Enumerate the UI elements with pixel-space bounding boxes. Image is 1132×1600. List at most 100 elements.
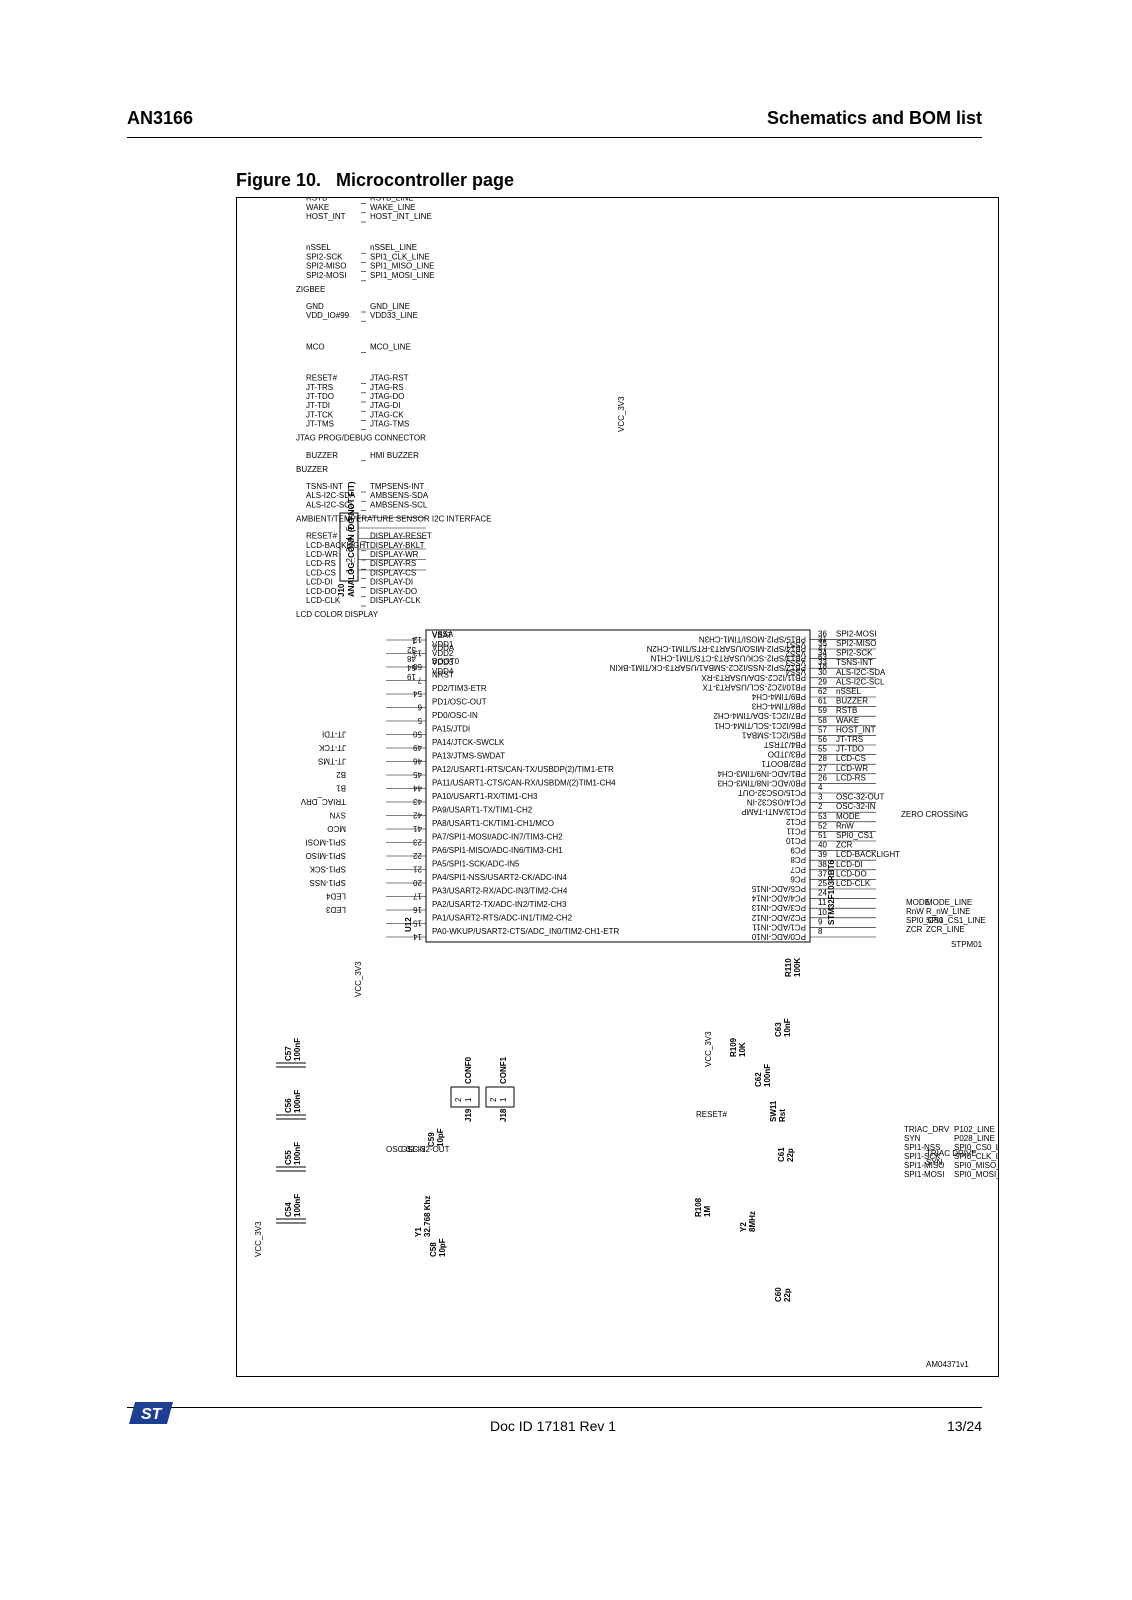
- mcu-pin-number: 30: [818, 668, 827, 677]
- mcu-pin-net: SPI2-MOSI: [836, 629, 876, 638]
- mcu-pin-net: RnW: [836, 821, 854, 830]
- mcu-pin-net: B2: [336, 770, 346, 779]
- vcc-mcu-label: VCC_3V3: [354, 961, 363, 997]
- stpm01-remote: SPI0_CS0_LINE: [954, 1143, 999, 1152]
- mcu-pin-number: 52: [818, 821, 827, 830]
- net-group-title: LCD COLOR DISPLAY: [296, 610, 379, 619]
- mcu-pin-number: 21: [413, 865, 422, 874]
- mcu-pin-number: 45: [413, 770, 422, 779]
- component-value: 100nF: [293, 1142, 302, 1165]
- mcu-pin-net: LCD-DI: [836, 860, 863, 869]
- mcu-pin-23: 23PA7/SPI1-MOSI/ADC-IN7/TIM3-CH2SPI1-MOS…: [306, 833, 564, 847]
- net-group-title: JTAG PROG/DEBUG CONNECTOR: [296, 434, 426, 443]
- stpm01-local: SPI1-SCK: [904, 1152, 941, 1161]
- mcu-bottom-pins: 14PA0-WKUP/USART2-CTS/ADC_IN0/TIM2-CH1-E…: [300, 630, 619, 941]
- j10-pin: 4: [345, 537, 354, 542]
- mcu-pin-number: 1: [411, 636, 416, 645]
- header-rule: [127, 137, 982, 138]
- j10-pin: 2: [345, 558, 354, 563]
- component-ref: Y2: [739, 1222, 748, 1232]
- mcu-pin-33: 33PB12/SPI2-NSS/I2C2-SMBA1/USART3-CK/TIM…: [609, 658, 876, 672]
- net-remote-label: DISPLAY-BKLT: [370, 541, 425, 550]
- mcu-pin-net: WAKE: [836, 716, 859, 725]
- mcu-pin-name: VSS2: [785, 649, 806, 658]
- mcu-pin-14: 14PA0-WKUP/USART2-CTS/ADC_IN0/TIM2-CH1-E…: [386, 927, 620, 941]
- jumper-pin: 1: [464, 1097, 473, 1102]
- component-ref: C55: [284, 1150, 293, 1165]
- mcu-pin-name: PC11: [786, 826, 806, 835]
- mcu-pin-35: 35PB14/SPI2-MISO/USART3-RTS/TIM1-CH2NSPI…: [646, 639, 876, 653]
- mcu-pin-net: MODE: [836, 812, 860, 821]
- st-logo-icon: ST: [129, 1402, 173, 1424]
- mcu-pin-name: PC2/ADC-IN12: [751, 913, 806, 922]
- mcu-pin-number: 48: [407, 654, 416, 663]
- net-remote-label: JTAG-CK: [370, 410, 404, 419]
- mcu-pin-name: VDD1: [432, 640, 454, 649]
- mcu-pin-number: 2: [818, 802, 823, 811]
- net-remote-label: WAKE_LINE: [370, 203, 416, 212]
- component-value: 10nF: [783, 1018, 792, 1037]
- vcc-label: VCC_3V3: [254, 1221, 263, 1257]
- zcr-local: SPI0_CS1: [906, 916, 944, 925]
- mcu-pin-45: 45PA12/USART1-RTS/CAN-TX/USBDP(2)/TIM1-E…: [336, 765, 614, 779]
- mcu-pin-number: 29: [818, 677, 827, 686]
- mcu-pin-name: VDD4: [432, 667, 454, 676]
- footer-page: 13/24: [946, 1418, 982, 1434]
- mcu-body: [425, 629, 811, 943]
- mcu-pin-number: 64: [407, 663, 416, 672]
- component-value: 100nF: [293, 1038, 302, 1061]
- net-remote-label: DISPLAY-RS: [370, 559, 416, 568]
- net-remote-label: GND_LINE: [370, 302, 410, 311]
- jumper-name: CONF1: [499, 1056, 508, 1084]
- mcu-pin-number: 17: [413, 892, 422, 901]
- mcu-pin-number: 61: [818, 697, 827, 706]
- mcu-pin-net: SPI2-MISO: [836, 639, 876, 648]
- doc-id: AN3166: [127, 108, 194, 128]
- mcu-pin-net: LCD-DO: [836, 869, 867, 878]
- component-value: 100nF: [763, 1064, 772, 1087]
- mcu-pin-number: 22: [413, 851, 422, 860]
- net-local-label: LCD-CS: [306, 568, 336, 577]
- figure-frame: [236, 197, 999, 1377]
- mcu-pin-number: 44: [413, 784, 422, 793]
- mcu-pin-number: 18: [818, 662, 827, 671]
- component-ref: C63: [774, 1022, 783, 1037]
- net-remote-label: SPI1_MOSI_LINE: [370, 271, 434, 280]
- mcu-pin-number: 50: [413, 730, 422, 739]
- stpm01-remote: SPI0_MISO_LINE: [954, 1161, 999, 1170]
- mcu-pin-number: 46: [413, 757, 422, 766]
- net-local-label: LCD-DO: [306, 587, 337, 596]
- stpm01-local: TRIAC_DRV: [904, 1125, 950, 1134]
- mcu-pin-number: 14: [413, 932, 422, 941]
- net-local-label: VDD_IO#99: [306, 311, 350, 320]
- net-local-label: SPI2-MOSI: [306, 271, 346, 280]
- net-remote-label: DISPLAY-CS: [370, 568, 416, 577]
- net-local-label: SPI2-SCK: [306, 252, 343, 261]
- mcu-pin-name: PB9/TIM4-CH4: [751, 692, 806, 701]
- figure-caption: Figure 10. Microcontroller page: [236, 170, 515, 190]
- mcu-pin-number: 56: [818, 735, 827, 744]
- net-remote-label: JTAG-DO: [370, 392, 405, 401]
- mcu-pin-net: SPI1-MOSI: [306, 838, 346, 847]
